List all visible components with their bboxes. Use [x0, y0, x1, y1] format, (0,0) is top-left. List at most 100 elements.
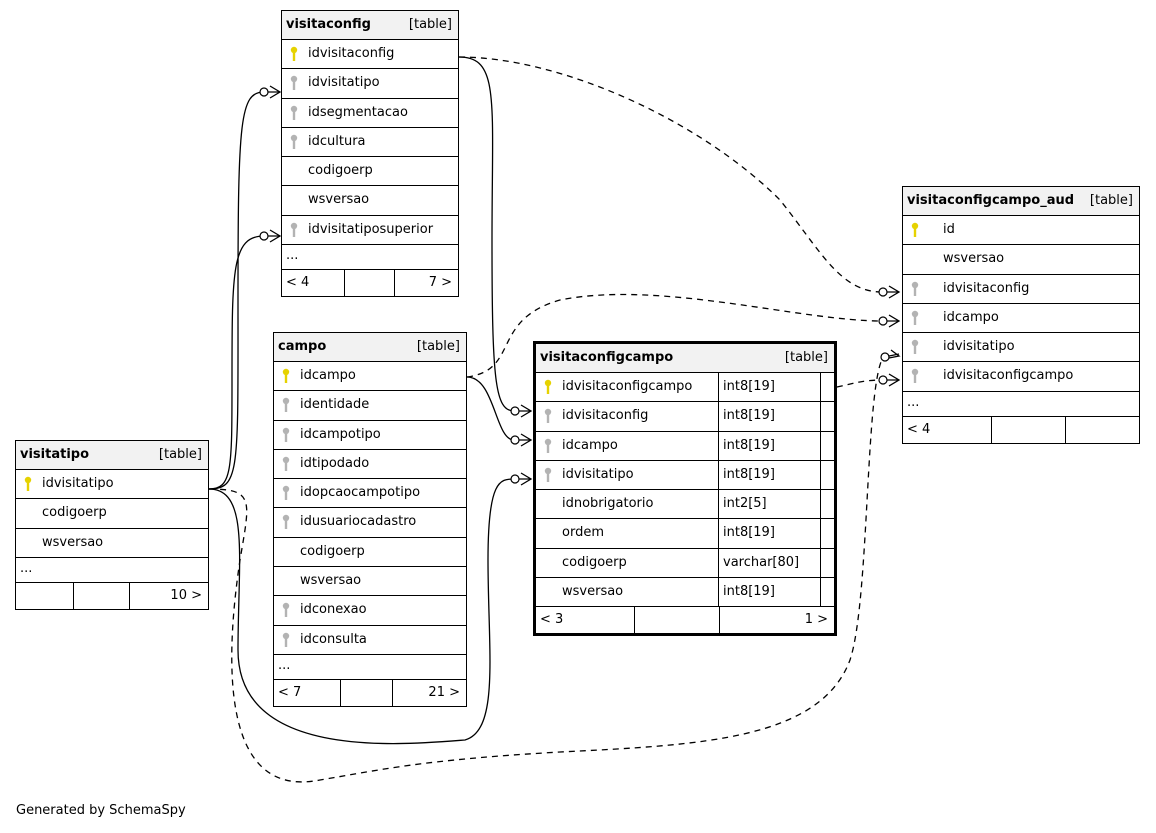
column-row[interactable]: idcampotipo [274, 421, 466, 450]
column-name: codigoerp [42, 505, 107, 521]
generated-by-footer: Generated by SchemaSpy [16, 803, 186, 818]
column-row[interactable]: idopcaocampotipo [274, 479, 466, 509]
column-row[interactable]: idcampo [903, 304, 1139, 334]
column-row[interactable]: codigoerp [282, 157, 458, 187]
table-footer: < 7 21 > [274, 679, 466, 706]
table-name: visitatipo [20, 447, 90, 462]
foreign-key-icon [290, 134, 298, 149]
column-name: wsversao [308, 192, 370, 208]
column-row[interactable]: idusuariocadastro [274, 508, 466, 538]
more-columns: ... [282, 245, 458, 271]
primary-key-icon [544, 379, 552, 394]
column-gap [820, 460, 821, 490]
primary-key-icon [911, 222, 919, 237]
column-row[interactable]: idconexao [274, 596, 466, 626]
column-row[interactable]: id [903, 216, 1139, 246]
foreign-key-icon [911, 310, 919, 325]
column-row[interactable]: idvisitaconfigcampo [903, 362, 1139, 392]
column-name: idcampo [562, 437, 618, 453]
table-visitaconfig[interactable]: visitaconfig [table] idvisitaconfig idvis… [281, 10, 459, 298]
table-visitatipo[interactable]: visitatipo [table] idvisitatipo codigoerp… [15, 440, 209, 610]
more-columns: ... [274, 655, 466, 680]
column-row[interactable]: idvisitatipo [16, 470, 208, 500]
more-columns: ... [903, 392, 1139, 417]
parents-count[interactable]: < 4 [907, 421, 931, 437]
table-footer: < 4 7 > [282, 270, 458, 297]
parents-count[interactable]: < 4 [286, 275, 310, 291]
children-count[interactable]: 10 > [170, 587, 202, 603]
column-row[interactable]: idvisitaconfig [282, 40, 458, 70]
foreign-key-icon [282, 456, 290, 471]
primary-key-icon [290, 46, 298, 61]
table-header: visitaconfig [table] [282, 11, 458, 40]
column-row[interactable]: idtipodado [274, 450, 466, 480]
link-visitatipo-visitaconfig [208, 91, 265, 490]
column-name: idvisitatipo [308, 75, 380, 91]
column-row[interactable]: identidade [274, 391, 466, 421]
column-row[interactable]: idvisitatiposuperior [282, 216, 458, 246]
children-count[interactable]: 7 > [428, 275, 452, 291]
column-gap [820, 578, 821, 607]
column-gap [820, 373, 821, 402]
table-header: visitaconfigcampo_aud [table] [903, 187, 1139, 216]
column-type: int8[19] [718, 578, 820, 607]
column-gap [820, 431, 821, 460]
table-kind: [table] [158, 447, 202, 462]
column-row[interactable]: idsegmentacao [282, 99, 458, 128]
column-row[interactable]: ordem int8[19] [536, 519, 834, 549]
column-gap [820, 548, 821, 578]
children-count[interactable]: 1 > [804, 612, 828, 628]
column-name: ordem [562, 525, 604, 541]
column-row[interactable]: codigoerp [16, 499, 208, 529]
table-footer: < 4 [903, 416, 1139, 443]
table-kind: [table] [784, 350, 828, 365]
primary-key-icon [24, 476, 32, 491]
table-footer: 10 > [16, 582, 208, 609]
table-kind: [table] [408, 17, 452, 32]
column-name: idusuariocadastro [300, 514, 417, 530]
parents-count[interactable]: < 3 [540, 612, 564, 628]
column-row[interactable]: wsversao [16, 529, 208, 558]
column-row[interactable]: codigoerp [274, 538, 466, 568]
column-gap [820, 402, 821, 431]
column-name: idconsulta [300, 631, 367, 647]
column-type: int8[19] [718, 460, 820, 490]
table-kind: [table] [1089, 193, 1133, 208]
table-footer: < 3 1 > [536, 607, 834, 634]
column-name: idconexao [300, 602, 367, 618]
link-visitatipo-visitaconfigcampo [208, 478, 515, 745]
column-name: codigoerp [300, 543, 365, 559]
table-kind: [table] [416, 339, 460, 354]
column-row[interactable]: wsversao [282, 186, 458, 216]
foreign-key-icon [282, 485, 290, 501]
column-type: int8[19] [718, 519, 820, 548]
column-name: idcampo [943, 309, 999, 325]
column-row[interactable]: idconsulta [274, 626, 466, 655]
column-row[interactable]: idvisitatipo [282, 69, 458, 99]
column-row[interactable]: idvisitaconfig [903, 275, 1139, 304]
primary-key-icon [282, 368, 290, 383]
column-row[interactable]: wsversao [274, 567, 466, 597]
column-row[interactable]: idvisitatipo [903, 333, 1139, 363]
column-row[interactable]: idcampo [274, 362, 466, 392]
column-name: codigoerp [562, 554, 627, 570]
children-count[interactable]: 21 > [428, 684, 460, 700]
column-row[interactable]: idcultura [282, 128, 458, 158]
column-name: idvisitatipo [42, 476, 114, 491]
more-columns: ... [16, 558, 208, 583]
table-visitaconfigcampo[interactable]: visitaconfigcampo [table] idvisitaconfig… [533, 341, 837, 637]
column-name: idvisitaconfig [308, 46, 395, 61]
parents-count[interactable]: < 7 [278, 684, 302, 700]
column-name: codigoerp [308, 163, 373, 179]
column-name: wsversao [300, 573, 362, 589]
column-row[interactable]: wsversao [903, 245, 1139, 275]
